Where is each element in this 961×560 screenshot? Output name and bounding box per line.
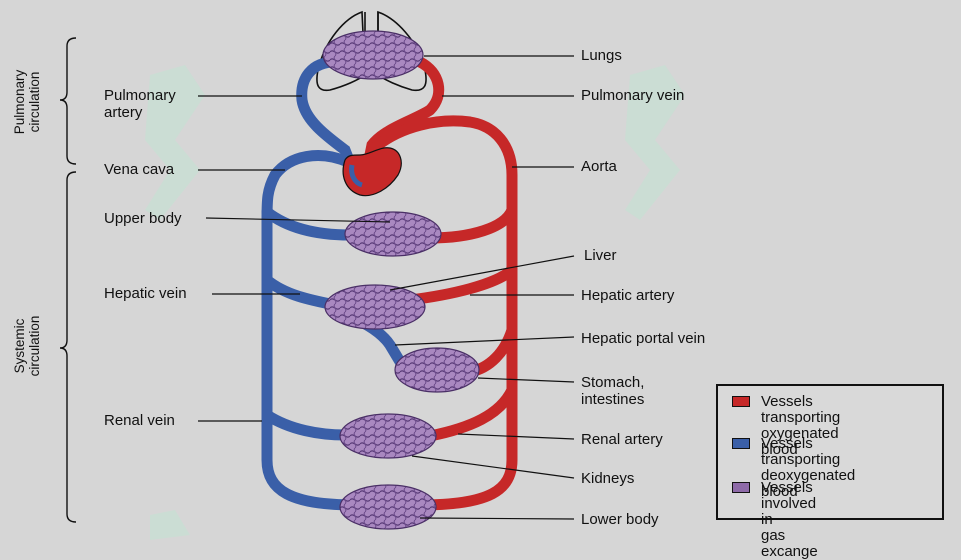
label-renal-vein: Renal vein — [104, 412, 175, 429]
diagram-drawing — [59, 10, 685, 540]
label-vena-cava: Vena cava — [104, 161, 175, 178]
label-lower-body: Lower body — [581, 511, 659, 528]
oxygenated-vessels — [362, 56, 518, 511]
pulmonary-circulation-label: Pulmonary circulation — [12, 69, 42, 135]
label-kidneys: Kidneys — [581, 470, 635, 487]
label-hepatic-artery: Hepatic artery — [581, 287, 675, 304]
leader-lines — [198, 55, 575, 520]
capillary-beds — [322, 30, 480, 530]
label-pulmonary-artery: Pulmonary artery — [104, 87, 176, 121]
bracket-pulmonary — [59, 37, 77, 165]
label-hepatic-vein: Hepatic vein — [104, 285, 187, 302]
legend-text-oxygenated: Vessels transporting oxygenated blood — [761, 393, 841, 458]
watermark — [145, 65, 685, 540]
capillary-lower-body — [339, 484, 437, 530]
capillary-stomach — [394, 347, 480, 393]
label-aorta: Aorta — [581, 158, 617, 175]
capillary-liver — [324, 284, 426, 330]
label-renal-artery: Renal artery — [581, 431, 663, 448]
circulatory-diagram: Pulmonary circulation Systemic circulati… — [12, 10, 944, 560]
legend-text-gas-exchange: Vessels involved in gas excange — [761, 479, 818, 560]
legend-text-deoxygenated: Vessels transporting deoxygenated blood — [761, 435, 856, 500]
capillary-upper-body — [344, 211, 442, 257]
label-stomach-intestines: Stomach, intestines — [581, 374, 645, 408]
label-lungs: Lungs — [581, 47, 622, 64]
swatch-gas-exchange — [732, 482, 750, 493]
label-liver: Liver — [584, 247, 617, 264]
label-hepatic-portal-vein: Hepatic portal vein — [581, 330, 706, 347]
capillary-lungs — [322, 30, 424, 80]
swatch-oxygenated — [732, 396, 750, 407]
swatch-deoxygenated — [732, 438, 750, 449]
label-upper-body: Upper body — [104, 210, 182, 227]
capillary-kidneys — [339, 413, 437, 459]
bracket-systemic — [59, 171, 77, 523]
systemic-circulation-label: Systemic circulation — [12, 315, 42, 377]
heart — [342, 147, 402, 197]
label-pulmonary-vein: Pulmonary vein — [581, 87, 685, 104]
legend: Vessels transporting oxygenated blood Ve… — [716, 384, 944, 560]
